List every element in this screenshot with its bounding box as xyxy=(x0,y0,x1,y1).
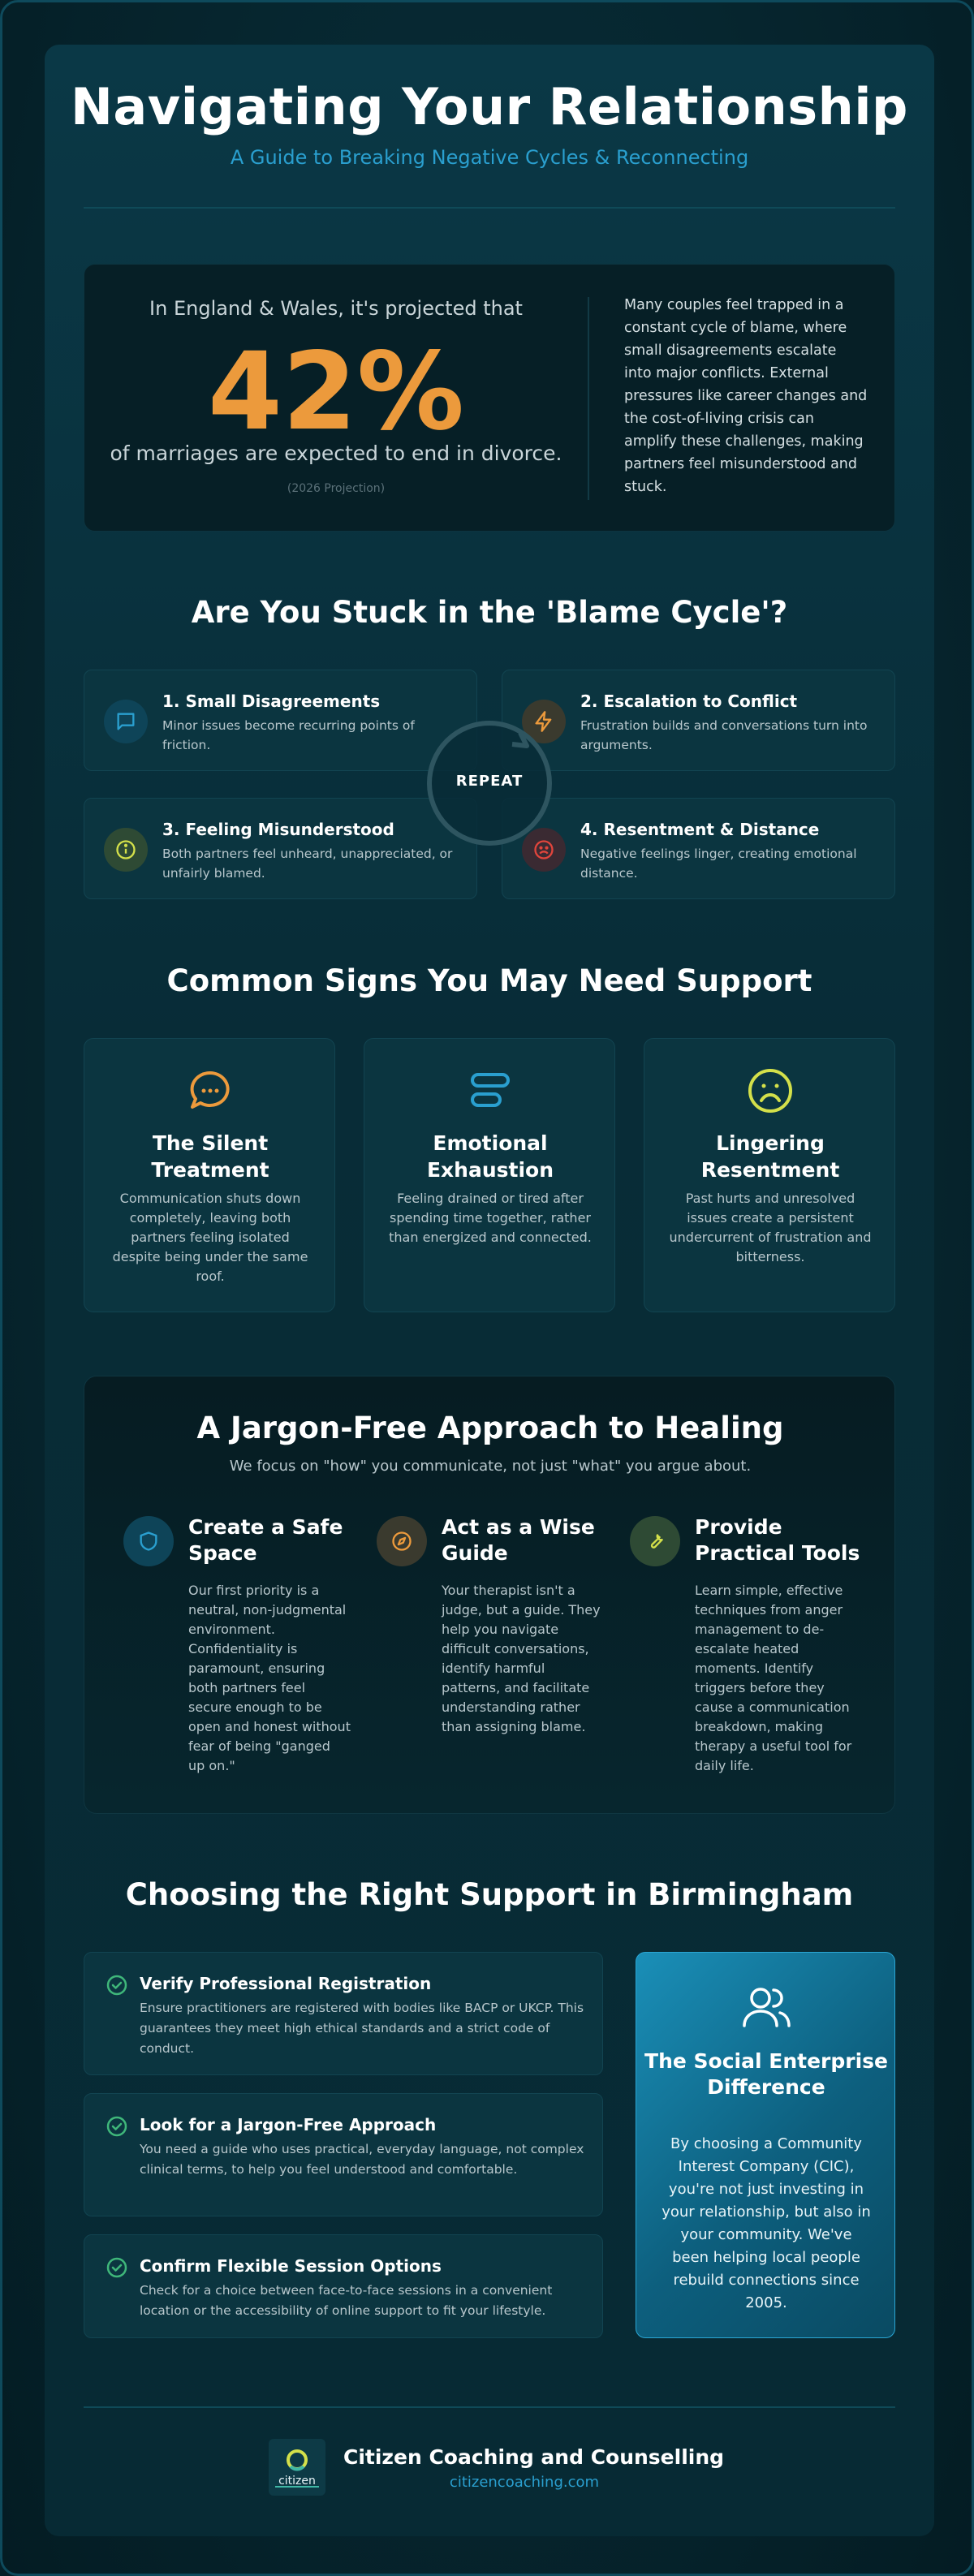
approach-item-title: Create a Safe Space xyxy=(188,1515,343,1565)
users-icon xyxy=(743,1988,791,2027)
approach-item-desc: Our first priority is a neutral, non-jud… xyxy=(188,1583,351,1773)
cic-desc: By choosing a Community Interest Company… xyxy=(662,2135,871,2311)
stat-intro: In England & Wales, it's projected that xyxy=(149,297,523,320)
signs-title: Common Signs You May Need Support xyxy=(166,963,812,998)
bars-icon xyxy=(471,1073,510,1107)
logo-mark-icon xyxy=(287,2449,308,2471)
cycle-step-2: 2. Escalation to Conflict Frustration bu… xyxy=(502,670,895,771)
stat-divider xyxy=(588,297,589,500)
cycle-step-4: 4. Resentment & Distance Negative feelin… xyxy=(502,798,895,899)
check-circle-icon xyxy=(106,2257,127,2278)
approach-item-title: Provide Practical Tools xyxy=(695,1515,860,1565)
check-circle-icon xyxy=(106,1975,127,1996)
approach-item-desc: Learn simple, effective techniques from … xyxy=(695,1583,852,1773)
approach-subtitle: We focus on "how" you communicate, not j… xyxy=(229,1458,752,1475)
info-icon xyxy=(104,828,148,872)
support-item-title: Look for a Jargon-Free Approach xyxy=(140,2115,437,2134)
sign-title: Lingering Resentment xyxy=(700,1131,840,1182)
stat-value: 42% xyxy=(208,330,464,454)
support-item-desc: You need a guide who uses practical, eve… xyxy=(140,2142,584,2177)
divorce-stat-card: In England & Wales, it's projected that … xyxy=(84,264,895,532)
cycle-step-title: 1. Small Disagreements xyxy=(162,691,381,711)
cycle-step-3: 3. Feeling Misunderstood Both partners f… xyxy=(84,798,477,899)
sign-desc: Communication shuts down completely, lea… xyxy=(112,1191,308,1284)
citizen-logo: citizen xyxy=(269,2439,325,2496)
logo-underline xyxy=(275,2486,319,2488)
support-item-title: Confirm Flexible Session Options xyxy=(140,2256,442,2276)
logo-text: citizen xyxy=(278,2475,316,2488)
speech-bubble-icon xyxy=(190,1070,230,1109)
page-title: Navigating Your Relationship xyxy=(71,77,908,136)
infographic-container: Navigating Your Relationship A Guide to … xyxy=(45,45,934,2536)
approach-item-title: Act as a Wise Guide xyxy=(442,1515,595,1565)
wrench-icon xyxy=(630,1516,680,1566)
approach-item-desc: Your therapist isn't a judge, but a guid… xyxy=(442,1583,601,1734)
support-item-desc: Ensure practitioners are registered with… xyxy=(140,2001,584,2056)
support-title: Choosing the Right Support in Birmingham xyxy=(125,1877,854,1912)
repeat-label: REPEAT xyxy=(455,773,524,790)
sign-desc: Feeling drained or tired after spending … xyxy=(389,1191,592,1245)
cycle-step-desc: Minor issues become recurring points of … xyxy=(162,718,415,752)
page-subtitle: A Guide to Breaking Negative Cycles & Re… xyxy=(230,146,749,169)
cycle-step-title: 3. Feeling Misunderstood xyxy=(162,820,394,839)
support-item-flexible-sessions: Confirm Flexible Session Options Check f… xyxy=(84,2234,603,2338)
approach-panel: A Jargon-Free Approach to Healing We foc… xyxy=(84,1376,895,1814)
support-item-title: Verify Professional Registration xyxy=(140,1974,432,1993)
sign-desc: Past hurts and unresolved issues create … xyxy=(669,1191,872,1264)
stat-left: In England & Wales, it's projected that … xyxy=(84,265,588,532)
organisation-name: Citizen Coaching and Counselling xyxy=(343,2445,725,2469)
stat-tail: of marriages are expected to end in divo… xyxy=(110,442,562,465)
support-item-jargon-free: Look for a Jargon-Free Approach You need… xyxy=(84,2093,603,2216)
cycle-step-desc: Both partners feel unheard, unappreciate… xyxy=(162,846,453,881)
support-item-registration: Verify Professional Registration Ensure … xyxy=(84,1952,603,2075)
cycle-step-desc: Negative feelings linger, creating emoti… xyxy=(580,846,857,881)
header-divider xyxy=(84,207,895,209)
blame-cycle-title: Are You Stuck in the 'Blame Cycle'? xyxy=(191,595,788,630)
sign-title: The Silent Treatment xyxy=(151,1131,269,1182)
compass-icon xyxy=(377,1516,427,1566)
check-circle-icon xyxy=(106,2116,127,2137)
footer-divider xyxy=(84,2406,895,2408)
cycle-step-desc: Frustration builds and conversations tur… xyxy=(580,718,868,752)
cic-title: The Social Enterprise Difference xyxy=(644,2049,888,2099)
approach-title: A Jargon-Free Approach to Healing xyxy=(196,1411,784,1445)
stat-side-text: Many couples feel trapped in a constant … xyxy=(624,297,868,495)
sign-title: Emotional Exhaustion xyxy=(426,1131,554,1182)
shield-icon xyxy=(123,1516,174,1566)
social-enterprise-card: The Social Enterprise Difference By choo… xyxy=(636,1952,895,2338)
website-link[interactable]: citizencoaching.com xyxy=(449,2474,600,2491)
sign-card-silent-treatment: The Silent Treatment Communication shuts… xyxy=(84,1038,335,1312)
support-item-desc: Check for a choice between face-to-face … xyxy=(140,2283,553,2318)
cycle-step-title: 4. Resentment & Distance xyxy=(580,820,820,839)
sad-face-icon xyxy=(748,1069,792,1113)
cycle-step-title: 2. Escalation to Conflict xyxy=(580,691,798,711)
sign-card-emotional-exhaustion: Emotional Exhaustion Feeling drained or … xyxy=(364,1038,615,1312)
sign-card-lingering-resentment: Lingering Resentment Past hurts and unre… xyxy=(644,1038,895,1312)
repeat-cycle-icon xyxy=(427,721,552,846)
chat-icon xyxy=(104,700,148,743)
stat-note: (2026 Projection) xyxy=(287,482,386,495)
cycle-step-1: 1. Small Disagreements Minor issues beco… xyxy=(84,670,477,771)
frown-icon xyxy=(522,828,566,872)
